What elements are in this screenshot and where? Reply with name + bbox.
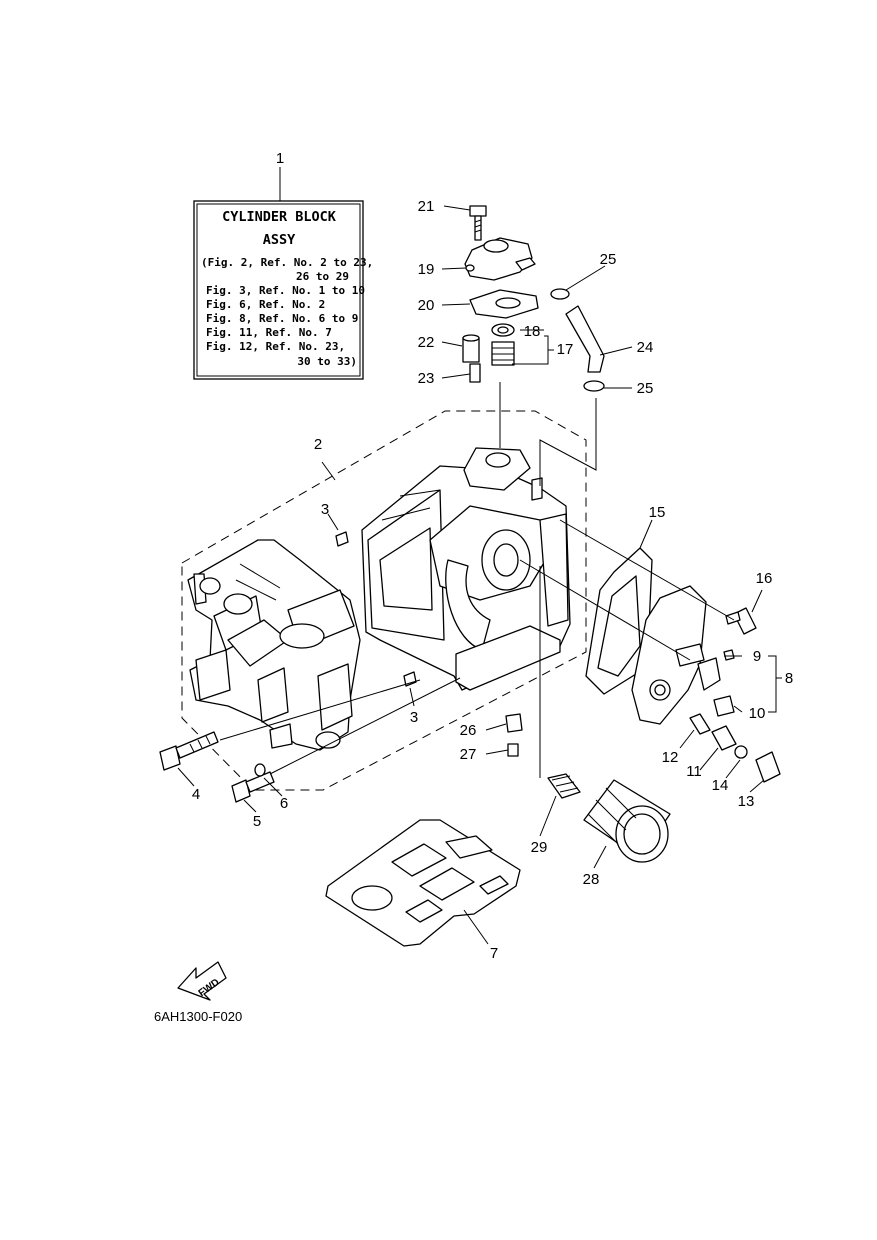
callout-4: 4 (192, 786, 200, 803)
oil-filter-28 (583, 779, 671, 863)
callout-16: 16 (756, 570, 773, 587)
callout-15: 15 (649, 504, 666, 521)
fwd-arrow-icon: FWD (177, 961, 227, 1001)
box-ref-line: 30 to 33) (297, 355, 357, 368)
callout-18: 18 (524, 323, 541, 340)
crankcase (187, 539, 361, 751)
bolt-4 (159, 731, 219, 771)
callout-29: 29 (531, 839, 548, 856)
gasket-15 (585, 547, 653, 695)
washer-6 (254, 763, 266, 777)
box-ref-line: Fig. 12, Ref. No. 23, (206, 340, 345, 353)
box-ref-line: (Fig. 2, Ref. No. 2 to 23, (201, 256, 373, 269)
box-ref-line: 26 to 29 (296, 270, 349, 283)
box-ref-line: Fig. 6, Ref. No. 2 (206, 298, 325, 311)
callout-24: 24 (637, 339, 654, 356)
callout-14: 14 (712, 777, 729, 794)
box-ref-line: Fig. 11, Ref. No. 7 (206, 326, 332, 339)
callout-9: 9 (753, 648, 761, 665)
callout-7: 7 (490, 945, 498, 962)
callout-2: 2 (314, 436, 322, 453)
union-bolt-29 (547, 773, 581, 799)
callout-6: 6 (280, 795, 288, 812)
leader-lines (177, 205, 782, 945)
screw-27 (507, 743, 519, 757)
box-title-line2: ASSY (263, 232, 296, 248)
callout-12: 12 (662, 749, 679, 766)
callout-17: 17 (557, 341, 574, 358)
callout-5: 5 (253, 813, 261, 830)
bolt-5 (231, 771, 275, 803)
cylinder-block (361, 447, 571, 691)
callout-25: 25 (637, 380, 654, 397)
callout-25: 25 (600, 251, 617, 268)
callout-3: 3 (321, 501, 329, 518)
callout-11: 11 (686, 763, 702, 780)
anode-26 (505, 713, 523, 733)
callout-27: 27 (460, 746, 477, 763)
callout-1: 1 (276, 150, 284, 167)
thermostat-cover-group (462, 205, 605, 392)
callout-26: 26 (460, 722, 477, 739)
cylinder-block-assy-box: CYLINDER BLOCK ASSY (Fig. 2, Ref. No. 2 … (193, 200, 373, 380)
box-ref-line: Fig. 3, Ref. No. 1 to 10 (206, 284, 365, 297)
figure-code: 6AH1300-F020 (154, 1009, 242, 1024)
box-ref-line: Fig. 8, Ref. No. 6 to 9 (206, 312, 358, 325)
cover-plate-group (631, 585, 781, 783)
callout-19: 19 (418, 261, 435, 278)
box-title-line1: CYLINDER BLOCK (222, 209, 337, 225)
callout-10: 10 (749, 705, 766, 722)
callout-23: 23 (418, 370, 435, 387)
callout-22: 22 (418, 334, 435, 351)
callout-labels: 1 2 3 3 4 5 6 7 8 9 10 11 12 13 14 15 16… (192, 150, 793, 962)
gasket-7 (325, 819, 521, 947)
callout-13: 13 (738, 793, 755, 810)
callout-20: 20 (418, 297, 435, 314)
dowel-pin (335, 531, 349, 547)
callout-8: 8 (785, 670, 793, 687)
callout-21: 21 (418, 198, 435, 215)
callout-28: 28 (583, 871, 600, 888)
callout-3: 3 (410, 709, 418, 726)
